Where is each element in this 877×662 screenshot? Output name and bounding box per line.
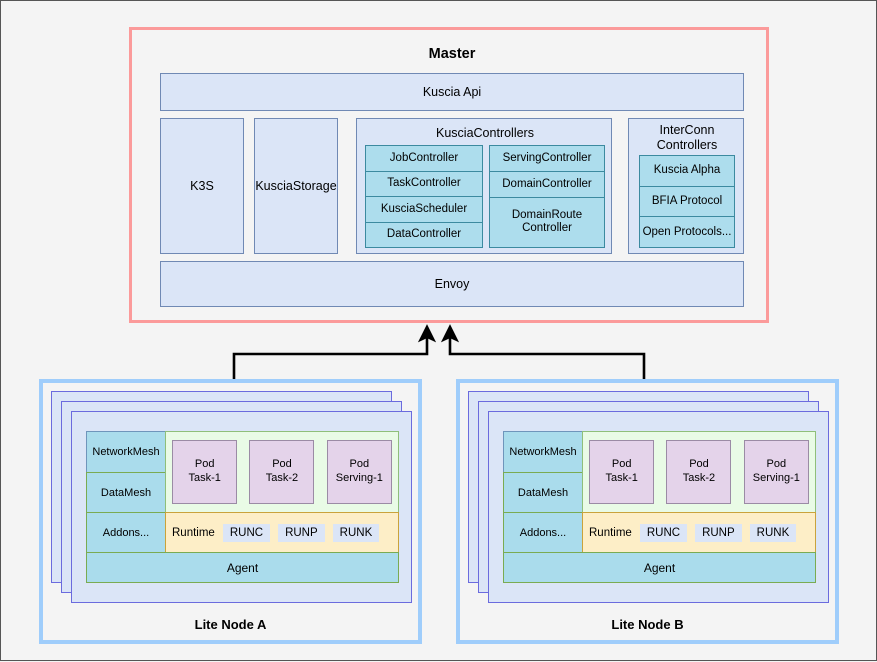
- lite-node-b-runtime-area: Runtime RUNC RUNP RUNK: [582, 512, 816, 553]
- pod-a3-line1: Pod: [349, 458, 370, 471]
- controller-serving: ServingController: [489, 145, 605, 172]
- pod-a2-line1: Pod: [272, 458, 292, 471]
- controller-job: JobController: [365, 145, 483, 172]
- lite-node-a-label: Lite Node A: [194, 617, 267, 632]
- interconn-title-line1: InterConn: [659, 123, 715, 137]
- pod-a3-line2: Serving-1: [335, 472, 383, 484]
- kuscia-controllers-right-column: ServingController DomainController Domai…: [489, 145, 605, 248]
- lite-node-a-addons: Addons...: [86, 512, 166, 555]
- lite-node-b-agent-bar: Agent: [503, 552, 816, 583]
- master-title: Master: [428, 46, 476, 62]
- controller-kuscia-scheduler: KusciaScheduler: [365, 196, 483, 223]
- lite-node-a-runtime-runk: RUNK: [332, 523, 380, 542]
- interconn-item-open-protocols: Open Protocols...: [639, 216, 735, 249]
- lite-node-b-networkmesh: NetworkMesh: [503, 431, 583, 473]
- pod-b1-line1: Pod: [611, 458, 632, 471]
- lite-node-b-runtime-label: Runtime: [589, 526, 632, 539]
- lite-node-a-agent-bar: Agent: [86, 552, 399, 583]
- interconn-items: Kuscia Alpha BFIA Protocol Open Protocol…: [639, 155, 735, 249]
- kuscia-controllers-title: KusciaControllers: [436, 126, 534, 140]
- interconn-title-line2: Controllers: [656, 138, 718, 152]
- pod-b3-line1: Pod: [766, 458, 787, 471]
- kuscia-storage-label-line2: Storage: [292, 178, 337, 193]
- arrow-lite-node-b-to-master: [440, 324, 646, 379]
- lite-node-a-datamesh: DataMesh: [86, 471, 166, 514]
- master-container: Master Kuscia Api K3S Kuscia Storage Kus…: [129, 27, 769, 323]
- kuscia-controllers-left-column: JobController TaskController KusciaSched…: [365, 145, 483, 248]
- controller-data: DataController: [365, 221, 483, 248]
- lite-node-b-runtime-runc: RUNC: [639, 523, 688, 542]
- lite-node-a-runtime-runp: RUNP: [278, 523, 325, 542]
- interconn-item-bfia-protocol: BFIA Protocol: [639, 185, 735, 218]
- lite-node-b-addons: Addons...: [503, 512, 583, 555]
- kuscia-api-box: Kuscia Api: [160, 73, 744, 111]
- envoy-box: Envoy: [160, 261, 744, 307]
- pod-b1-line2: Task-1: [605, 472, 638, 484]
- kuscia-storage-label-line1: Kuscia: [255, 178, 293, 193]
- k3s-box: K3S: [160, 118, 244, 254]
- pod-b3-line2: Serving-1: [752, 472, 800, 484]
- lite-node-b-mesh-column: NetworkMesh DataMesh Addons...: [503, 431, 583, 555]
- lite-node-a-mesh-column: NetworkMesh DataMesh Addons...: [86, 431, 166, 555]
- arrow-lite-node-a-to-master: [232, 324, 437, 379]
- lite-node-a-runtime-area: Runtime RUNC RUNP RUNK: [165, 512, 399, 553]
- lite-node-a-runtime-label: Runtime: [172, 526, 215, 539]
- controller-task: TaskController: [365, 170, 483, 197]
- pod-a1-line1: Pod: [194, 458, 215, 471]
- lite-node-b-label: Lite Node B: [611, 617, 684, 632]
- lite-node-a-networkmesh: NetworkMesh: [86, 431, 166, 473]
- pod-b2-line2: Task-2: [682, 472, 716, 484]
- lite-node-b-runtime-runp: RUNP: [695, 523, 742, 542]
- lite-node-b-datamesh: DataMesh: [503, 471, 583, 514]
- lite-node-b-runtime-runk: RUNK: [749, 523, 797, 542]
- pod-b2-line1: Pod: [689, 458, 709, 471]
- lite-node-a-runtime-runc: RUNC: [222, 523, 271, 542]
- kuscia-storage-box: Kuscia Storage: [254, 118, 338, 254]
- kuscia-controllers-box: KusciaControllers JobController TaskCont…: [356, 118, 612, 254]
- pod-a1-line2: Task-1: [188, 472, 221, 484]
- interconn-item-kuscia-alpha: Kuscia Alpha: [639, 155, 735, 187]
- pod-a2-line2: Task-2: [265, 472, 299, 484]
- controller-domain: DomainController: [489, 170, 605, 198]
